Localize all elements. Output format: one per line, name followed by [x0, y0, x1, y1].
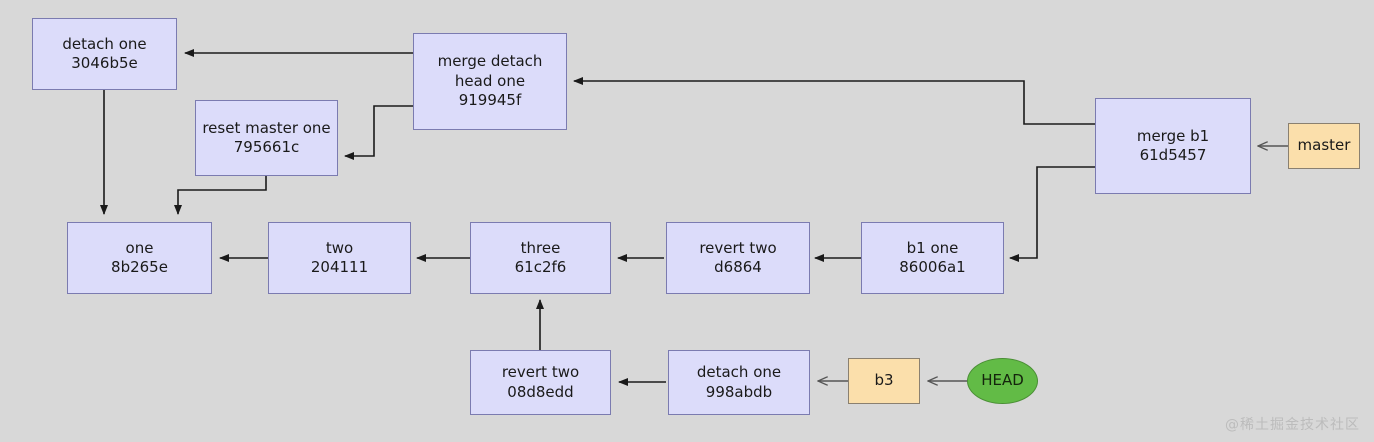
commit-node-merge-b1[interactable]: merge b1 61d5457	[1095, 98, 1251, 194]
commit-node-reset-master-one[interactable]: reset master one 795661c	[195, 100, 338, 176]
commit-hash: 795661c	[233, 138, 300, 156]
commit-message: b1 one	[906, 238, 959, 257]
commit-node-revert-two-08d8edd[interactable]: revert two 08d8edd	[470, 350, 611, 415]
commit-hash: 86006a1	[899, 258, 966, 276]
commit-node-detach-one-3046b5e[interactable]: detach one 3046b5e	[32, 18, 177, 90]
commit-node-b1-one[interactable]: b1 one 86006a1	[861, 222, 1004, 294]
head-pointer-label: HEAD	[981, 371, 1024, 390]
commit-message-line2: head one	[454, 71, 526, 90]
commit-hash: 61c2f6	[514, 258, 567, 276]
commit-message: merge b1	[1136, 126, 1210, 145]
commit-hash: 61d5457	[1139, 146, 1207, 164]
branch-ref-master[interactable]: master	[1288, 123, 1360, 169]
commit-node-merge-detach-head-one[interactable]: merge detach head one 919945f	[413, 33, 567, 130]
edge-mergeb1-to-mergedetach	[573, 77, 1095, 125]
commit-node-detach-one-998abdb[interactable]: detach one 998abdb	[668, 350, 810, 415]
head-pointer[interactable]: HEAD	[967, 358, 1038, 404]
commit-message: revert two	[501, 363, 580, 381]
commit-node-two[interactable]: two 204111	[268, 222, 411, 294]
edge-mergedetach-to-resetmaster	[344, 105, 413, 160]
commit-hash: 3046b5e	[71, 54, 138, 72]
commit-message: merge detach	[437, 52, 543, 71]
commit-message: revert two	[699, 238, 777, 257]
commit-message: one	[125, 238, 154, 257]
commit-hash: 8b265e	[111, 258, 168, 276]
commit-message: reset master one	[202, 118, 331, 137]
commit-message: detach one	[696, 363, 782, 381]
commit-node-one[interactable]: one 8b265e	[67, 222, 212, 294]
commit-hash: 998abdb	[705, 382, 773, 401]
commit-hash: 08d8edd	[507, 382, 574, 401]
commit-node-revert-two-d6864[interactable]: revert two d6864	[666, 222, 810, 294]
commit-message: three	[520, 238, 561, 257]
branch-ref-label: b3	[874, 371, 894, 390]
commit-hash: 204111	[310, 258, 369, 276]
commit-hash: d6864	[714, 258, 762, 276]
watermark: @稀土掘金技术社区	[1225, 417, 1360, 433]
commit-hash: 919945f	[458, 91, 522, 110]
branch-ref-label: master	[1297, 136, 1351, 155]
commit-message: detach one	[62, 34, 147, 53]
commit-message: two	[325, 238, 354, 257]
edge-mergeb1-to-b1one	[1009, 166, 1095, 262]
edge-resetmaster-to-one	[174, 176, 267, 215]
branch-ref-b3[interactable]: b3	[848, 358, 920, 404]
commit-node-three[interactable]: three 61c2f6	[470, 222, 611, 294]
